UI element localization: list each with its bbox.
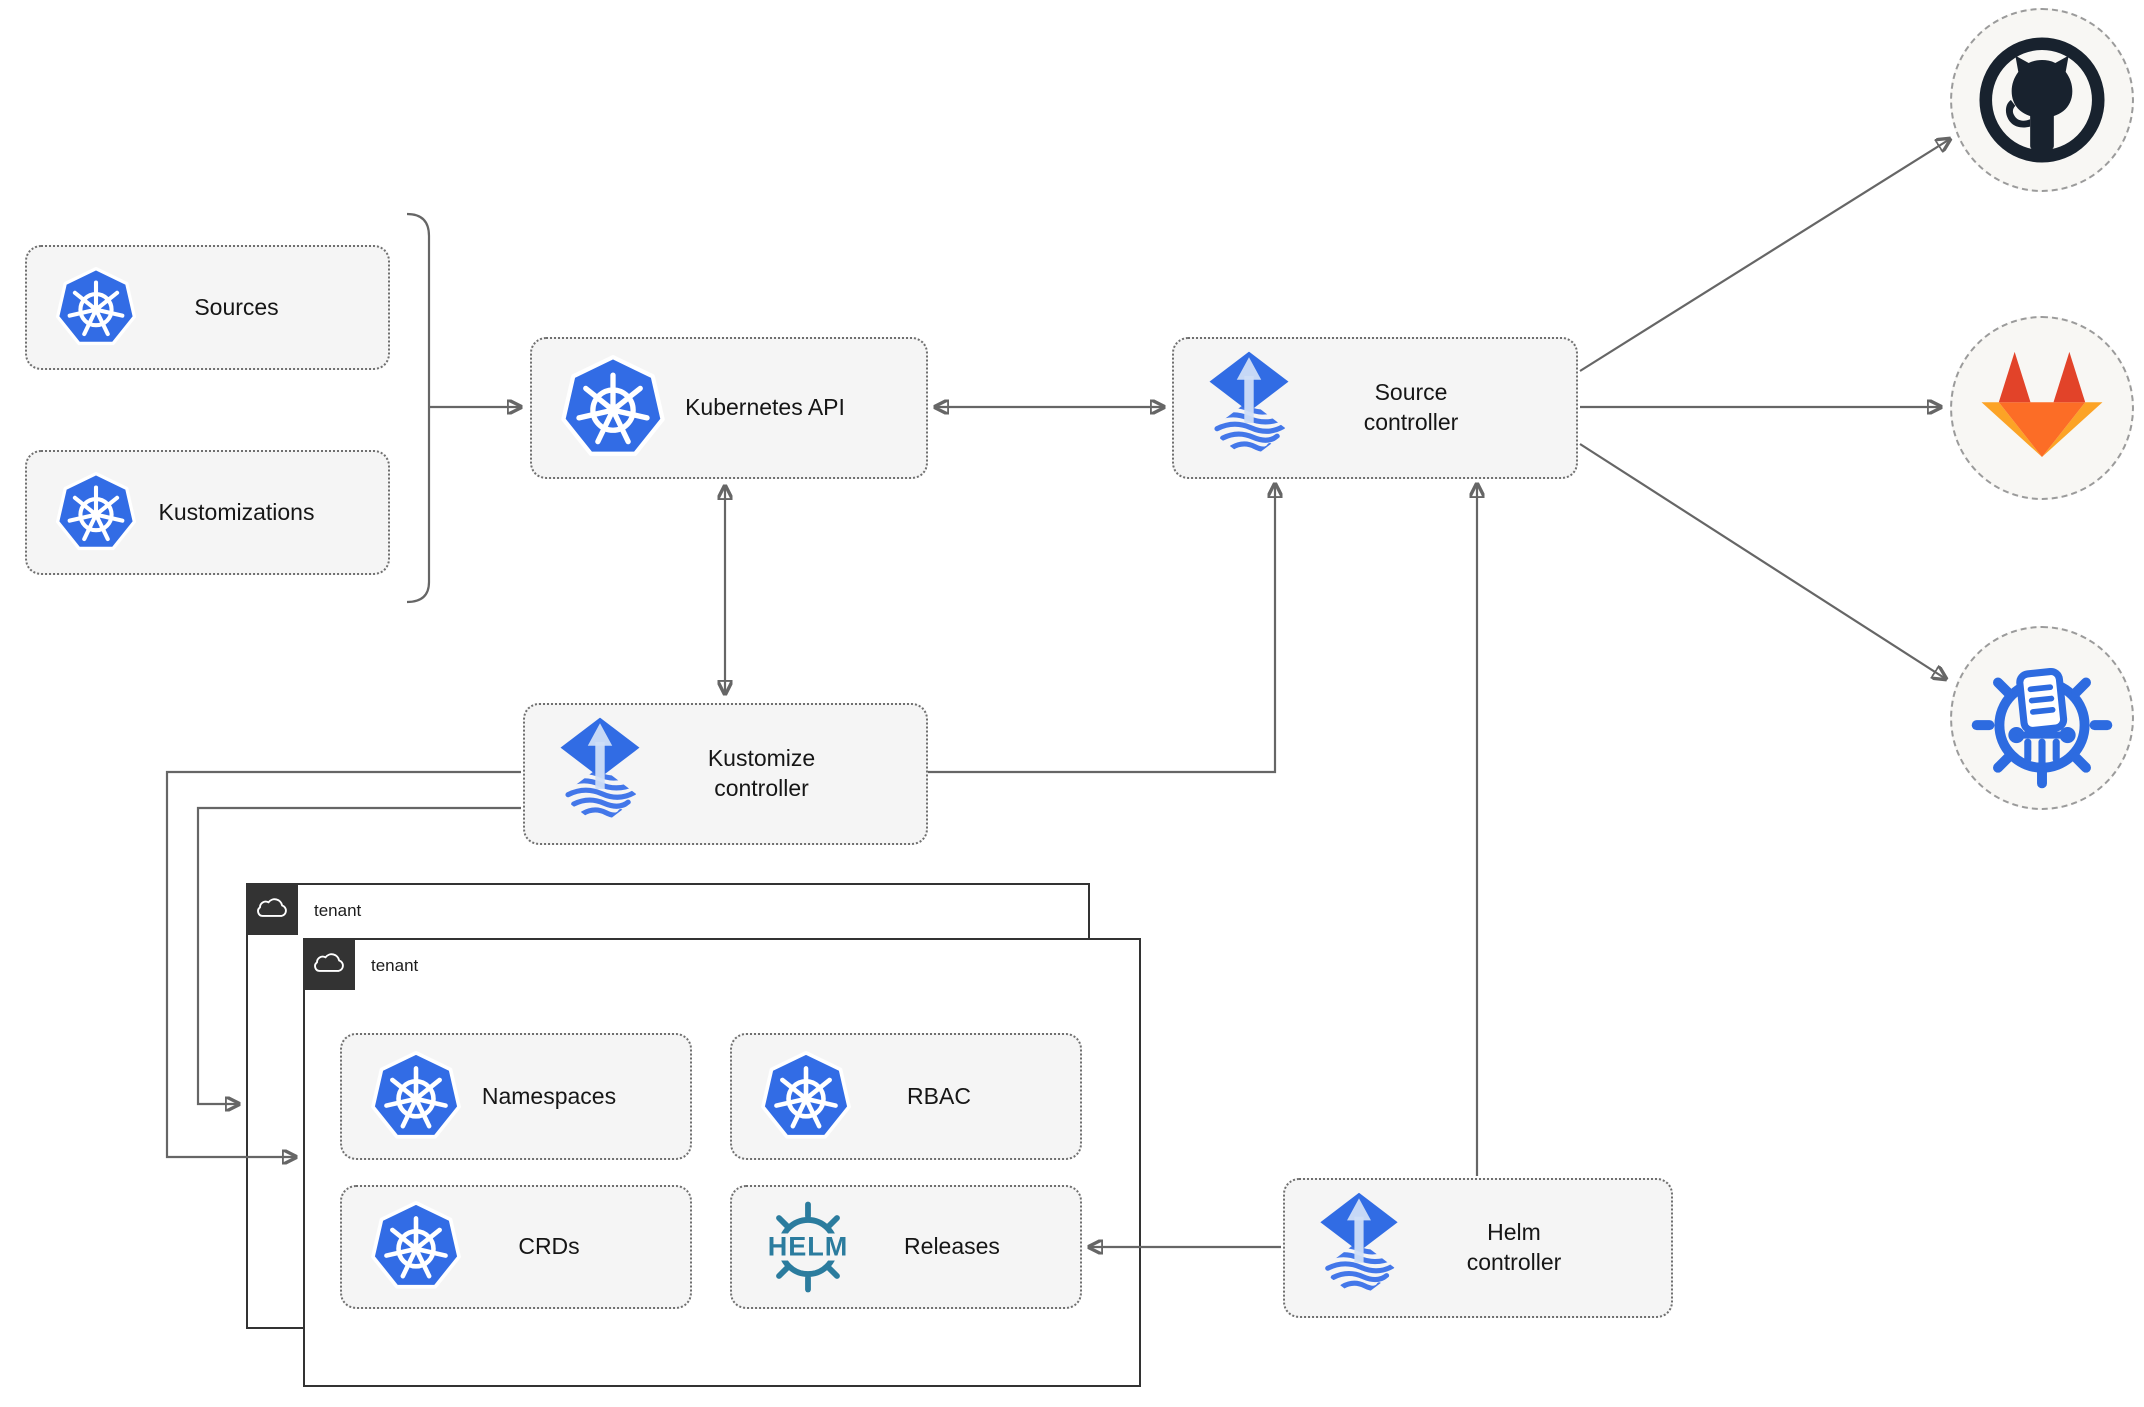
node-sources: Sources <box>25 245 390 370</box>
endpoint-github <box>1950 8 2134 192</box>
node-namespaces: Namespaces <box>340 1033 692 1160</box>
arrow-source-to-github <box>1579 139 1950 372</box>
tenant-badge <box>303 938 355 990</box>
node-label: Source controller <box>1363 379 1459 435</box>
cloud-icon <box>310 951 348 977</box>
node-kustomizations: Kustomizations <box>25 450 390 575</box>
cloud-icon <box>253 896 291 922</box>
gitlab-icon <box>1970 336 2114 480</box>
tenant-group-inner: tenant <box>303 938 1141 1387</box>
tenant-badge <box>246 883 298 935</box>
arrow-kustomize-to-source-controller <box>928 484 1275 774</box>
bracket-sources-kustomizations <box>406 212 431 604</box>
node-kustomize-controller: Kustomize controller <box>523 703 928 845</box>
node-crds: CRDs <box>340 1185 692 1309</box>
node-label: Kustomizations <box>158 498 315 525</box>
endpoint-chart-repository <box>1950 626 2134 810</box>
arrow-source-to-chart-repository <box>1579 443 1946 679</box>
node-label: Sources <box>194 293 279 320</box>
node-kubernetes-api: Kubernetes API <box>530 337 928 479</box>
node-label: Releases <box>904 1233 1000 1260</box>
node-label: Kustomize controller <box>707 745 816 801</box>
endpoint-gitlab <box>1950 316 2134 500</box>
node-label: RBAC <box>907 1082 971 1109</box>
node-label: CRDs <box>518 1233 580 1260</box>
helm-wordmark: HELM <box>768 1232 849 1262</box>
node-label: Namespaces <box>481 1082 617 1109</box>
node-label: Helm controller <box>1466 1219 1562 1275</box>
node-label: Kubernetes API <box>685 394 845 421</box>
chart-repository-icon <box>1971 647 2113 789</box>
helm-icon: HELM <box>750 1201 866 1293</box>
node-source-controller: Source controller <box>1172 337 1578 479</box>
tenant-label: tenant <box>314 901 362 920</box>
node-releases: HELM Releases <box>730 1185 1082 1309</box>
node-helm-controller: Helm controller <box>1283 1178 1673 1318</box>
tenant-label: tenant <box>371 956 419 975</box>
node-rbac: RBAC <box>730 1033 1082 1160</box>
github-icon <box>1968 26 2116 174</box>
